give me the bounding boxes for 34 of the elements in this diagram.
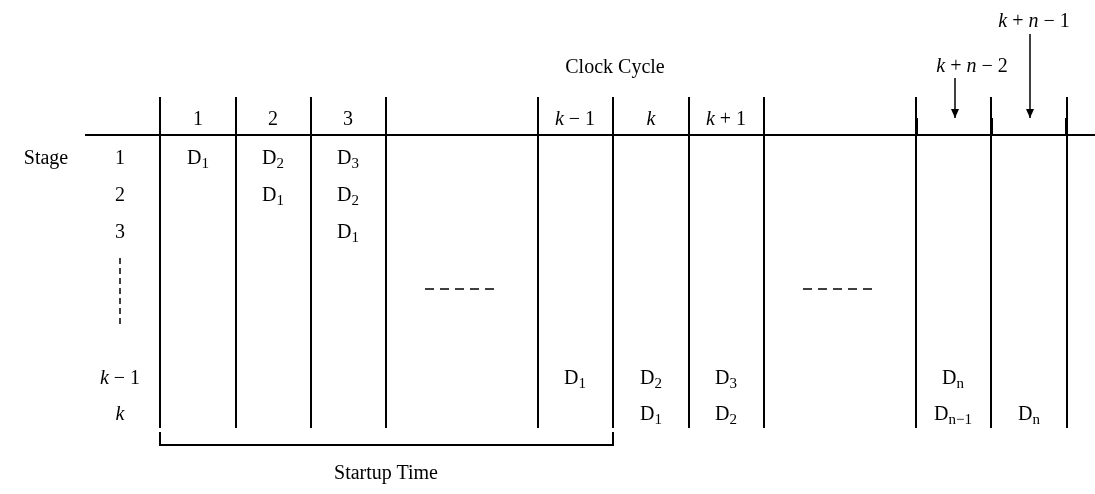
table-text: 2 (268, 108, 278, 128)
header-cell (917, 118, 991, 135)
table-text: D$_{3}$ (715, 367, 737, 387)
table-text: D$_{1}$ (640, 403, 662, 423)
axis-title: Startup Time (334, 462, 438, 482)
table-text: D$_{2}$ (715, 403, 737, 423)
table-text: 3 (343, 108, 353, 128)
table-text: 1 (193, 108, 203, 128)
arrow (1026, 33, 1034, 119)
table-text: D$_{3}$ (337, 147, 359, 167)
table-text: k − 1 (554, 108, 596, 128)
table-text: D$_{1}$ (564, 367, 586, 387)
header-cell (992, 118, 1066, 135)
table-text: 1 (115, 147, 125, 167)
table-text: k − 1 (99, 367, 141, 387)
table-text: D$_{1}$ (262, 184, 284, 204)
axis-title: Clock Cycle (565, 56, 665, 76)
table-text: D$_{1}$ (337, 221, 359, 241)
table-text: k + 1 (705, 108, 747, 128)
table-text: D$_{2}$ (337, 184, 359, 204)
table-text: D$_{2}$ (262, 147, 284, 167)
table-text: 2 (115, 184, 125, 204)
axis-title: Stage (23, 147, 69, 167)
table-text: D$_{n}$ (1018, 403, 1040, 423)
table-text: 3 (115, 221, 125, 241)
table-text: D$_{n−1}$ (934, 403, 972, 423)
table-text: D$_{1}$ (187, 147, 209, 167)
table-text: k (115, 403, 125, 423)
table-text: D$_{n}$ (942, 367, 964, 387)
table-text: D$_{2}$ (640, 367, 662, 387)
table-text: k (646, 108, 656, 128)
arrow (951, 77, 959, 119)
column-label: k + n − 2 (920, 52, 1024, 78)
column-label: k + n − 1 (978, 6, 1090, 34)
